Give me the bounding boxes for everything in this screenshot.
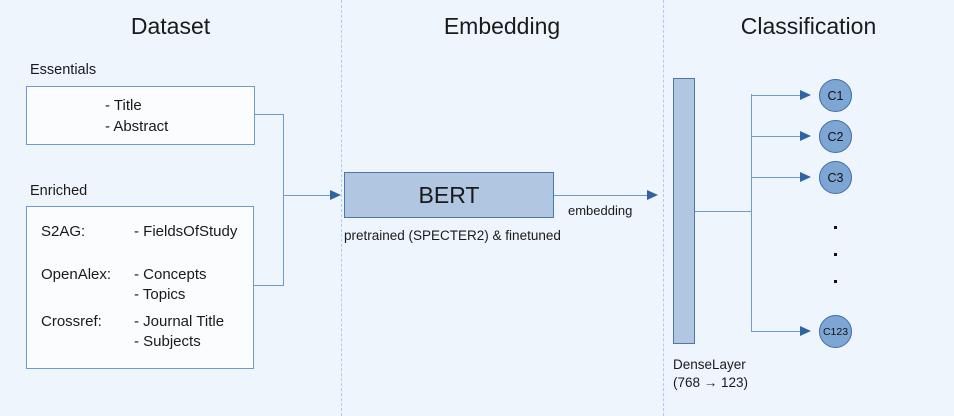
dense-layer-label: DenseLayer (768 → 123): [673, 357, 749, 390]
connector-branch-c1: [751, 95, 803, 96]
connector-essentials-stub: [254, 114, 284, 115]
connector-branch-c2: [751, 136, 803, 137]
class-node-c123: C123: [819, 315, 852, 348]
bert-block: BERT: [344, 172, 554, 218]
essentials-box: - Title - Abstract: [26, 86, 255, 145]
arrow-head-icon: [800, 172, 811, 182]
connector-bert-to-dense: [554, 195, 649, 196]
connector-branch-c123: [751, 331, 803, 332]
bert-label: BERT: [418, 181, 480, 208]
connector-dense-stem: [695, 211, 752, 212]
connector-branch-c3: [751, 177, 803, 178]
embedding-edge-label: embedding: [568, 203, 633, 218]
connector-merge-trunk: [283, 114, 284, 286]
enriched-caption: Enriched: [30, 183, 88, 199]
enriched-values-list: - Journal Title - Subjects: [134, 313, 225, 350]
enriched-row: OpenAlex: - Concepts - Topics: [41, 265, 207, 305]
ellipsis-dot: [834, 253, 837, 256]
enriched-source-label: OpenAlex:: [41, 266, 112, 283]
enriched-row: Crossref: - Journal Title - Subjects: [41, 312, 224, 352]
essentials-caption: Essentials: [30, 62, 97, 78]
section-title-classification: Classification: [740, 13, 877, 39]
section-title-dataset: Dataset: [130, 13, 211, 39]
class-node-c2: C2: [819, 120, 852, 153]
enriched-values-list: - Concepts - Topics: [134, 266, 207, 303]
enriched-box: S2AG: - FieldsOfStudy OpenAlex: - Concep…: [26, 206, 254, 369]
arrow-head-icon: [647, 190, 658, 200]
class-node-c1: C1: [819, 79, 852, 112]
arrow-head-icon: [800, 131, 811, 141]
section-divider-2: [663, 0, 664, 416]
bert-caption: pretrained (SPECTER2) & finetuned: [344, 228, 561, 243]
ellipsis-dot: [834, 280, 837, 283]
section-divider-1: [341, 0, 342, 416]
section-title-embedding: Embedding: [443, 13, 561, 39]
arrow-head-icon: [330, 190, 341, 200]
essentials-item-list: - Title - Abstract: [105, 97, 169, 135]
enriched-source-label: S2AG:: [41, 223, 86, 240]
ellipsis-dot: [834, 226, 837, 229]
class-node-c3: C3: [819, 161, 852, 194]
enriched-values-list: - FieldsOfStudy: [134, 223, 238, 240]
connector-dataset-to-bert: [283, 195, 333, 196]
dense-layer-block: [673, 78, 695, 344]
connector-enriched-stub: [253, 285, 284, 286]
arrow-head-icon: [800, 90, 811, 100]
enriched-source-label: Crossref:: [41, 313, 102, 330]
connector-fanout-trunk: [751, 94, 752, 332]
arrow-head-icon: [800, 326, 811, 336]
enriched-row: S2AG: - FieldsOfStudy: [41, 222, 237, 242]
